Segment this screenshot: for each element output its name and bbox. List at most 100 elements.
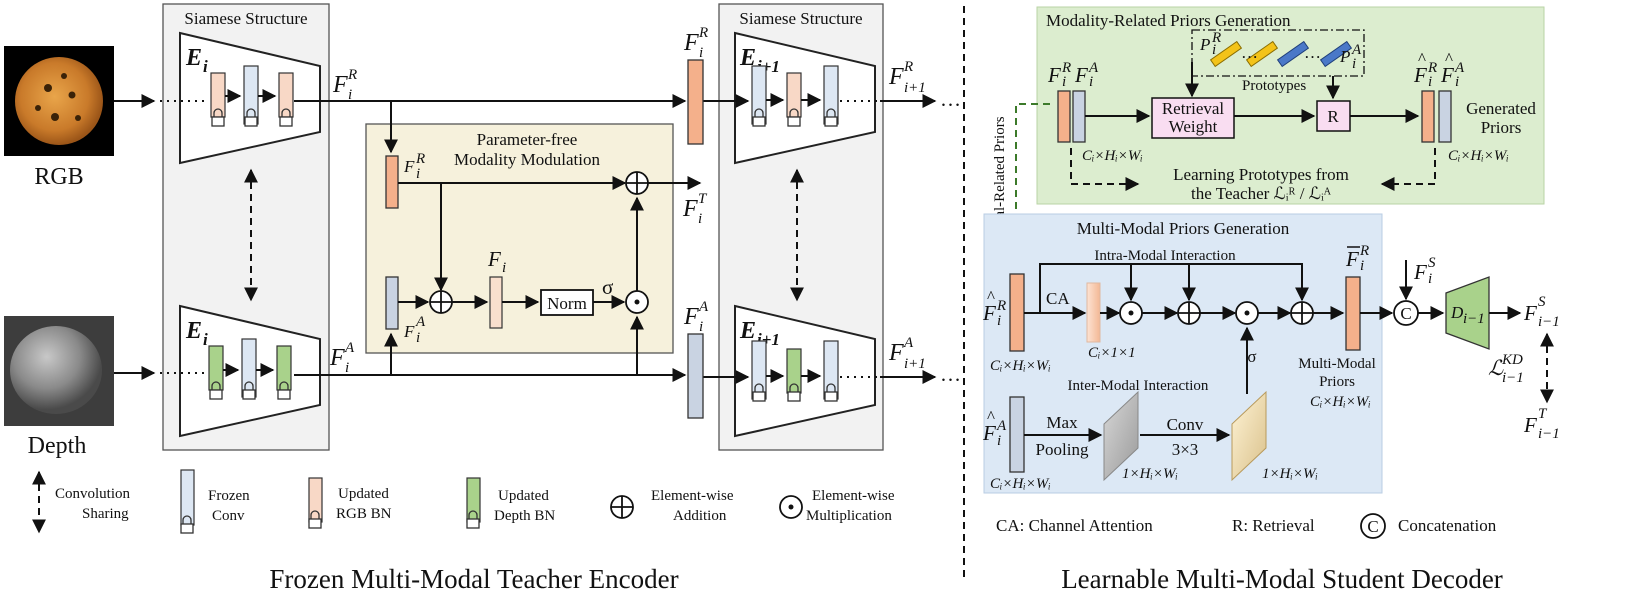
svg-text:A: A	[415, 314, 426, 330]
dim-mm-priors: Cᵢ×Hᵢ×Wᵢ	[1310, 394, 1371, 410]
depth-right-blocks	[751, 340, 839, 400]
label-p-i-a: P A i	[1339, 42, 1362, 72]
sigma-decoder: σ	[1247, 347, 1256, 366]
svg-text:F: F	[683, 30, 699, 56]
label-p-i-r: F P R i	[1199, 30, 1221, 58]
svg-text:F: F	[982, 301, 996, 325]
dim-1hw-a: 1×Hᵢ×Wᵢ	[1122, 466, 1178, 482]
retrieval-weight-label-1: Retrieval	[1162, 99, 1225, 118]
svg-text:i−1: i−1	[1538, 426, 1560, 442]
svg-text:F: F	[982, 421, 996, 445]
svg-text:i: i	[997, 433, 1001, 449]
label-mmp-a: F ^ A i	[982, 407, 1007, 449]
legend-addition-icon	[610, 495, 634, 519]
label-kd-loss: ℒ KD i−1	[1488, 352, 1524, 386]
svg-text:F: F	[403, 157, 415, 176]
feature-mrp-r-in	[1057, 90, 1071, 143]
legend-frozen-conv-icon	[180, 469, 195, 534]
legend-ca: CA: Channel Attention	[996, 516, 1153, 535]
label-f-i-r-top: F R i	[332, 67, 357, 103]
svg-text:S: S	[1538, 294, 1546, 310]
dim-c11: Cᵢ×1×1	[1088, 345, 1136, 361]
svg-text:E: E	[185, 318, 202, 344]
label-f-i1-a: F A i+1	[888, 335, 926, 372]
siamese-title-right: Siamese Structure	[739, 9, 862, 28]
prototype-dots-1: …	[1241, 43, 1258, 62]
concatenation-operator: C	[1393, 300, 1419, 326]
feature-f-i-r-mid	[687, 59, 704, 145]
label-f-prev-t: F T i−1	[1523, 406, 1560, 442]
modulation-panel	[365, 123, 674, 354]
legend-depth-bn-1: Updated	[498, 488, 549, 504]
modulation-title-2: Modality Modulation	[454, 150, 600, 169]
sigma-label: σ	[602, 275, 613, 299]
svg-text:E: E	[739, 45, 756, 71]
legend-frozen-1: Frozen	[208, 488, 250, 504]
addition-operator	[1290, 301, 1314, 325]
svg-text:F: F	[403, 322, 415, 341]
legend-rgb-bn-1: Updated	[338, 486, 389, 502]
svg-text:^: ^	[987, 407, 995, 426]
label-f-i: F i	[487, 247, 506, 276]
svg-text:P: P	[1199, 35, 1210, 54]
legend-conv-sharing-2: Sharing	[82, 506, 129, 522]
svg-text:P: P	[1339, 47, 1350, 66]
svg-text:A: A	[344, 340, 355, 356]
siamese-title-left: Siamese Structure	[184, 9, 307, 28]
inter-title: Inter-Modal Interaction	[1068, 378, 1209, 394]
feature-f-i-a-mid	[687, 333, 704, 419]
label-f-i-t: F T i	[682, 191, 708, 227]
svg-text:F: F	[683, 304, 699, 330]
label-mrp-out: F ^ R i F ^ A i	[1413, 49, 1465, 90]
svg-text:i: i	[1428, 271, 1432, 287]
svg-text:R: R	[1427, 60, 1437, 76]
legend-rgb-bn-icon	[308, 477, 323, 529]
svg-text:A: A	[903, 335, 914, 351]
legend-concat: Concatenation	[1398, 516, 1497, 535]
multiplication-operator	[1119, 301, 1143, 325]
label-f-i-r-mid: F R i	[683, 25, 708, 61]
mmp-title: Multi-Modal Priors Generation	[1077, 219, 1290, 238]
svg-text:i: i	[698, 211, 702, 227]
svg-text:S: S	[1428, 255, 1436, 271]
svg-text:F: F	[1413, 63, 1427, 87]
svg-text:F: F	[1440, 63, 1454, 87]
channel-attention-block	[1086, 282, 1101, 343]
svg-text:ℒ: ℒ	[1488, 356, 1504, 380]
svg-text:i: i	[1428, 74, 1432, 90]
depth-left-blocks	[208, 338, 292, 398]
legend-r: R: Retrieval	[1232, 516, 1315, 535]
label-mmp-out: F R i	[1345, 243, 1369, 274]
decoder-block	[1445, 276, 1490, 350]
learning-label-2: the Teacher ℒᵢᴿ / ℒᵢᴬ	[1191, 184, 1332, 203]
retrieval-r-label: R	[1327, 107, 1339, 126]
svg-text:R: R	[698, 25, 708, 41]
dim-mmp-r: Cᵢ×Hᵢ×Wᵢ	[990, 358, 1051, 374]
svg-text:F: F	[1345, 247, 1359, 271]
dim-mrp-in: Cᵢ×Hᵢ×Wᵢ	[1082, 148, 1143, 164]
generated-priors-2: Priors	[1481, 118, 1522, 137]
norm-label: Norm	[547, 294, 587, 313]
prototypes-label: Prototypes	[1242, 78, 1306, 94]
legend-rgb-bn-2: RGB BN	[336, 506, 392, 522]
feature-f-i-a-mod	[385, 276, 399, 330]
svg-text:F: F	[888, 340, 904, 366]
svg-text:i: i	[203, 330, 208, 349]
svg-text:i: i	[1360, 258, 1364, 274]
svg-text:A: A	[1454, 60, 1465, 76]
maxpool-label-2: Pooling	[1036, 440, 1089, 459]
dim-1hw-b: 1×Hᵢ×Wᵢ	[1262, 466, 1318, 482]
svg-text:D: D	[1450, 303, 1464, 322]
addition-operator	[1177, 301, 1201, 325]
learning-label-1: Learning Prototypes from	[1173, 165, 1349, 184]
svg-text:i: i	[699, 45, 703, 61]
conv-map	[1231, 390, 1267, 482]
svg-text:T: T	[1538, 406, 1548, 422]
svg-text:C: C	[1400, 304, 1411, 323]
svg-text:i+1: i+1	[904, 356, 926, 372]
svg-text:E: E	[739, 318, 756, 344]
dim-mmp-a: Cᵢ×Hᵢ×Wᵢ	[990, 476, 1051, 492]
conv-label-1: Conv	[1167, 415, 1204, 434]
svg-text:T: T	[698, 191, 708, 207]
